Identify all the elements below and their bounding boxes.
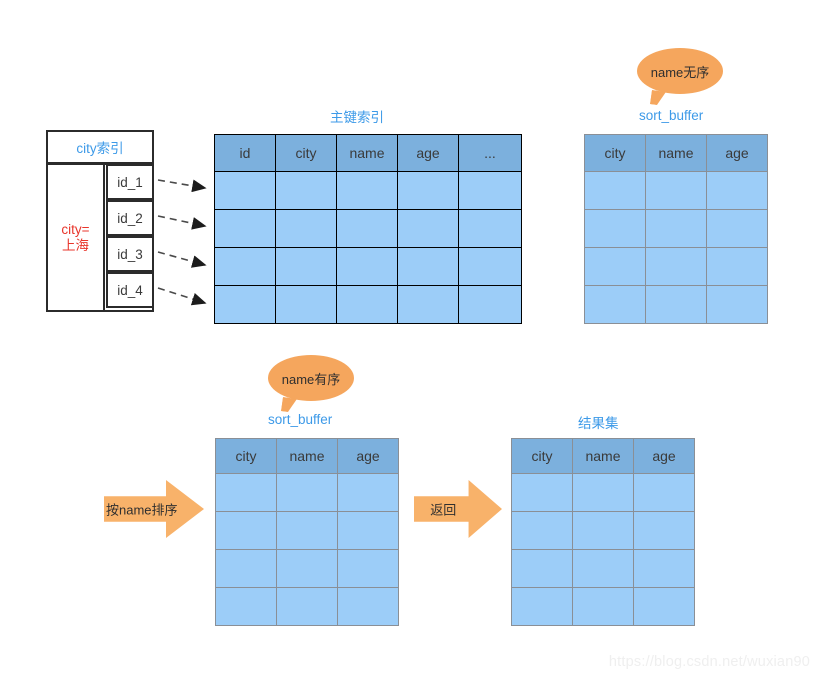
primary-index-caption: 主键索引 [330, 110, 384, 125]
bubble-tail [281, 397, 297, 413]
name-unsorted-bubble: name无序 [637, 48, 723, 106]
city-index-id-1: id_1 [106, 164, 154, 200]
name-sorted-bubble: name有序 [268, 355, 354, 413]
result-set-table: city name age [511, 438, 695, 626]
primary-index-col-id: id [214, 134, 276, 172]
primary-index-table: id city name age ... [214, 134, 522, 324]
table-row [215, 587, 399, 626]
city-index-body: city= 上海 id_1 id_2 id_3 id_4 [46, 163, 154, 312]
sort-buffer-unsorted-table: city name age [584, 134, 768, 324]
sbs-col-city: city [215, 438, 277, 474]
table-row [584, 247, 768, 286]
table-row [584, 285, 768, 324]
city-index-key-line1: city= [61, 221, 90, 237]
return-arrow: 返回 [414, 480, 502, 538]
primary-index-col-city: city [275, 134, 337, 172]
rs-col-name: name [572, 438, 634, 474]
return-arrow-label: 返回 [430, 502, 457, 518]
table-row [214, 209, 522, 248]
watermark: https://blog.csdn.net/wuxian90 [608, 654, 810, 670]
sort-by-name-arrow: 按name排序 [104, 480, 204, 538]
city-index-id-2: id_2 [106, 200, 154, 236]
sbu-col-age: age [706, 134, 768, 172]
city-index-title: city索引 [46, 130, 154, 164]
city-index-box: city索引 city= 上海 id_1 id_2 id_3 id_4 [46, 130, 156, 312]
table-row [511, 587, 695, 626]
sort-buffer-sorted-caption: sort_buffer [268, 412, 333, 427]
table-row [215, 473, 399, 512]
table-row [215, 549, 399, 588]
table-row [584, 171, 768, 210]
name-unsorted-bubble-label: name无序 [650, 64, 710, 80]
sbu-col-name: name [645, 134, 707, 172]
connector-id-2 [157, 215, 207, 230]
sbs-col-age: age [337, 438, 399, 474]
connector-id-4 [157, 287, 207, 306]
table-row [511, 511, 695, 550]
result-set-header-row: city name age [511, 438, 695, 474]
city-index-key-cell: city= 上海 [48, 165, 105, 310]
connector-id-3 [157, 251, 207, 268]
table-row [214, 247, 522, 286]
sort-buffer-unsorted-caption: sort_buffer [639, 108, 704, 123]
connector-id-1 [157, 179, 207, 193]
city-index-id-3: id_3 [106, 236, 154, 272]
name-sorted-bubble-label: name有序 [281, 371, 341, 387]
result-set-caption: 结果集 [578, 416, 619, 431]
table-row [511, 473, 695, 512]
city-index-id-4: id_4 [106, 272, 154, 308]
sbs-col-name: name [276, 438, 338, 474]
primary-index-col-age: age [397, 134, 459, 172]
primary-index-header-row: id city name age ... [214, 134, 522, 172]
table-row [215, 511, 399, 550]
sort-by-name-arrow-label: 按name排序 [106, 502, 178, 518]
sort-buffer-sorted-table: city name age [215, 438, 399, 626]
primary-index-col-name: name [336, 134, 398, 172]
sbu-col-city: city [584, 134, 646, 172]
rs-col-age: age [633, 438, 695, 474]
sort-buffer-sorted-header-row: city name age [215, 438, 399, 474]
sort-buffer-unsorted-header-row: city name age [584, 134, 768, 172]
primary-index-col-more: ... [458, 134, 522, 172]
table-row [584, 209, 768, 248]
table-row [511, 549, 695, 588]
rs-col-city: city [511, 438, 573, 474]
city-index-key-line2: 上海 [62, 237, 89, 253]
table-row [214, 285, 522, 324]
table-row [214, 171, 522, 210]
bubble-tail [650, 90, 666, 106]
